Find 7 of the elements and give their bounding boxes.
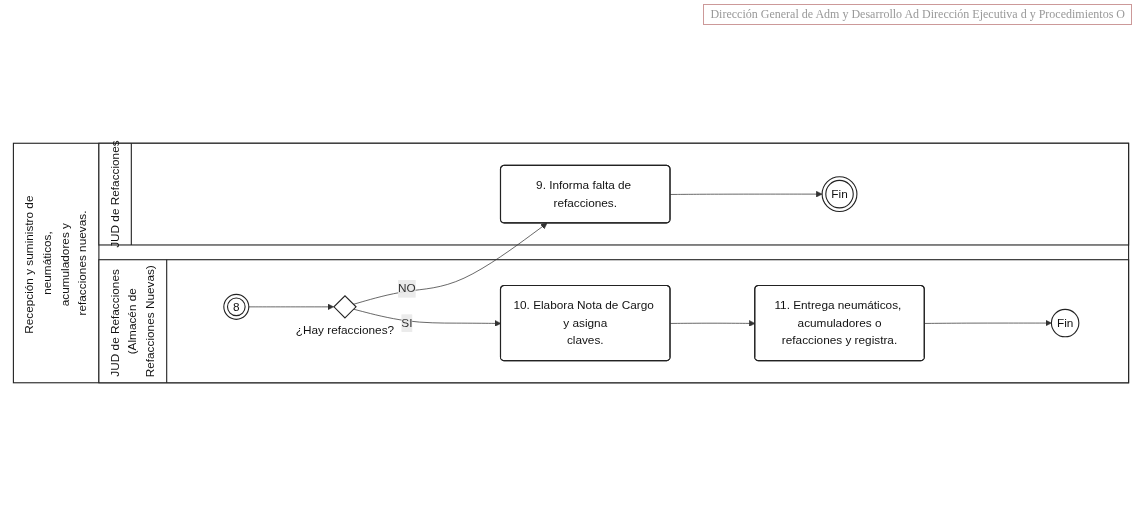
edge-label: SI <box>401 316 413 330</box>
node-diamond <box>333 295 357 320</box>
stamp-text: Dirección General de Adm y Desarrollo Ad Dirección Ejecutiva d y Procedimientos O <box>703 4 1132 25</box>
node-circle: Fin <box>1050 309 1080 338</box>
decision-question: ¿Hay refacciones? <box>295 323 395 337</box>
edge-label: NO <box>398 282 416 296</box>
node-circle: Fin <box>821 176 858 213</box>
